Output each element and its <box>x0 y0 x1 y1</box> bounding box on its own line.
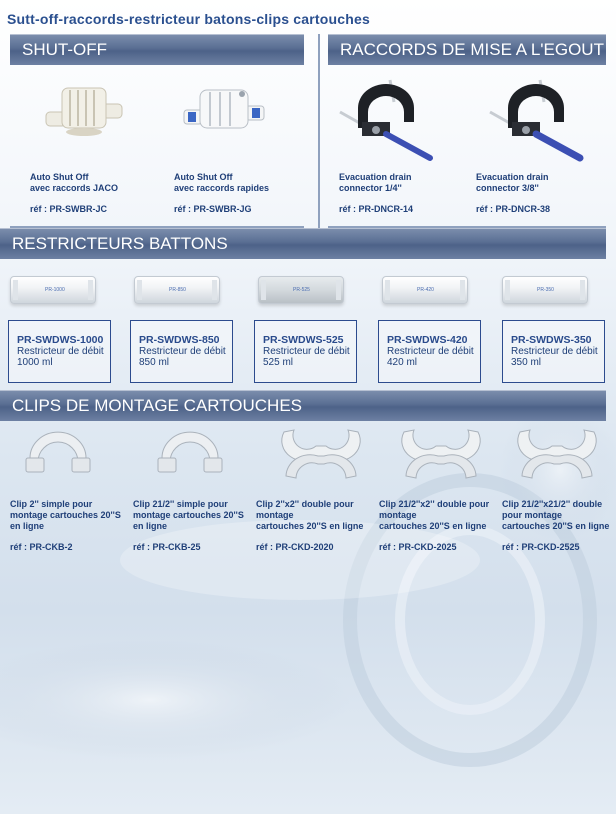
clip-line: cartouches 20''S en ligne <box>379 521 487 531</box>
clip-caption: Clip 2''x2'' double pour montage cartouc… <box>256 499 363 553</box>
drain-connector-image <box>339 79 433 161</box>
product-caption: Auto Shut Off avec raccords rapides réf … <box>174 172 269 215</box>
restrictor-flow: 525 ml <box>263 357 294 368</box>
clip-line: Clip 21/2'' simple pour <box>133 499 228 509</box>
clip-ref: réf : PR-CKB-25 <box>133 542 201 552</box>
restrictor-info-box: PR-SWDWS-420 Restricteur de débit 420 ml <box>378 320 481 383</box>
product-caption: Evacuation drain connector 3/8'' réf : P… <box>476 172 550 215</box>
restrictor-info-box: PR-SWDWS-525 Restricteur de débit 525 ml <box>254 320 357 383</box>
clip-double-image <box>281 429 361 479</box>
restrictor-flow: 420 ml <box>387 357 418 368</box>
clip-double-image <box>517 429 597 479</box>
restrictor-image: PR-525 <box>258 276 344 304</box>
drain-connector-image <box>489 79 584 162</box>
clip-caption: Clip 21/2''x2'' double pour montage cart… <box>379 499 489 553</box>
product-caption: Evacuation drain connector 1/4'' réf : P… <box>339 172 413 215</box>
restrictor-code: PR-SWDWS-525 <box>263 334 344 346</box>
product-name: Evacuation drain <box>339 172 412 182</box>
product-ref: réf : PR-SWBR-JC <box>30 204 108 214</box>
restrictor-flow: 350 ml <box>511 357 542 368</box>
restrictor-desc: Restricteur de débit <box>387 346 474 357</box>
clip-single-image <box>25 431 91 473</box>
restrictor-image: PR-350 <box>502 276 588 304</box>
clip-line: en ligne <box>133 521 168 531</box>
product-ref: réf : PR-DNCR-14 <box>339 204 414 214</box>
section-bar-clips: CLIPS DE MONTAGE CARTOUCHES <box>0 390 606 421</box>
clip-ref: réf : PR-CKD-2525 <box>502 542 580 552</box>
restrictor-label: PR-420 <box>417 287 434 293</box>
restrictor-info-box: PR-SWDWS-350 Restricteur de débit 350 ml <box>502 320 605 383</box>
clip-line: Clip 2''x2'' double pour <box>256 499 354 509</box>
restrictor-desc: Restricteur de débit <box>139 346 226 357</box>
clip-line: montage cartouches 20''S <box>133 510 244 520</box>
clip-line: montage cartouches 20''S <box>10 510 121 520</box>
restrictor-info-box: PR-SWDWS-1000 Restricteur de débit 1000 … <box>8 320 111 383</box>
restrictor-label: PR-1000 <box>45 287 65 293</box>
clip-line: montage <box>379 510 417 520</box>
clip-line: Clip 21/2''x2'' double pour <box>379 499 490 509</box>
product-desc: avec raccords rapides <box>174 183 270 193</box>
restrictor-flow: 1000 ml <box>17 357 53 368</box>
clip-double-image <box>401 429 481 479</box>
clip-line: en ligne <box>10 521 45 531</box>
product-name: Evacuation drain <box>476 172 549 182</box>
restrictor-code: PR-SWDWS-350 <box>511 334 592 346</box>
clip-caption: Clip 2'' simple pour montage cartouches … <box>10 499 121 553</box>
restrictor-desc: Restricteur de débit <box>263 346 350 357</box>
restrictor-code: PR-SWDWS-1000 <box>17 334 104 346</box>
restrictor-code: PR-SWDWS-850 <box>139 334 220 346</box>
clip-caption: Clip 21/2''x21/2'' double pour montage c… <box>502 499 609 553</box>
product-name: Auto Shut Off <box>174 172 233 182</box>
product-caption: Auto Shut Off avec raccords JACO réf : P… <box>30 172 118 215</box>
clip-ref: réf : PR-CKB-2 <box>10 542 73 552</box>
product-desc: avec raccords JACO <box>30 183 119 193</box>
section-bar-shutoff: SHUT-OFF <box>10 34 304 65</box>
product-ref: réf : PR-SWBR-JG <box>174 204 252 214</box>
restrictor-label: PR-525 <box>293 287 310 293</box>
product-ref: réf : PR-DNCR-38 <box>476 204 551 214</box>
section-bar-restricteurs: RESTRICTEURS BATTONS <box>0 228 606 259</box>
restrictor-code: PR-SWDWS-420 <box>387 334 468 346</box>
restrictor-label: PR-350 <box>537 287 554 293</box>
clip-caption: Clip 21/2'' simple pour montage cartouch… <box>133 499 244 553</box>
clip-line: Clip 21/2''x21/2'' double <box>502 499 603 509</box>
restrictor-desc: Restricteur de débit <box>17 346 104 357</box>
restrictor-desc: Restricteur de débit <box>511 346 598 357</box>
clip-ref: réf : PR-CKD-2025 <box>379 542 457 552</box>
section-title: SHUT-OFF <box>22 40 107 59</box>
divider <box>328 226 606 228</box>
restrictor-image: PR-850 <box>134 276 220 304</box>
divider <box>10 226 304 228</box>
restrictor-image: PR-420 <box>382 276 468 304</box>
section-title: RESTRICTEURS BATTONS <box>12 234 228 253</box>
clip-ref: réf : PR-CKD-2020 <box>256 542 334 552</box>
page-title: Sutt-off-raccords-restricteur batons-cli… <box>7 11 371 27</box>
restrictor-flow: 850 ml <box>139 357 170 368</box>
section-title: RACCORDS DE MISE A L'EGOUT <box>340 40 604 59</box>
section-title: CLIPS DE MONTAGE CARTOUCHES <box>12 396 302 415</box>
product-name: Auto Shut Off <box>30 172 89 182</box>
restrictor-info-box: PR-SWDWS-850 Restricteur de débit 850 ml <box>130 320 233 383</box>
restrictor-image: PR-1000 <box>10 276 96 304</box>
clip-line: Clip 2'' simple pour <box>10 499 93 509</box>
product-desc: connector 1/4'' <box>339 183 402 193</box>
shutoff-rapide-image <box>183 89 265 129</box>
clip-single-image <box>157 431 223 473</box>
shutoff-jaco-image <box>45 87 123 136</box>
restrictor-label: PR-850 <box>169 287 186 293</box>
clip-line: cartouches 20''S en ligne <box>502 521 610 531</box>
section-bar-raccords: RACCORDS DE MISE A L'EGOUT <box>328 34 606 65</box>
product-desc: connector 3/8'' <box>476 183 539 193</box>
divider <box>318 34 320 230</box>
clip-line: pour montage <box>502 510 562 520</box>
clip-line: cartouches 20''S en ligne <box>256 521 364 531</box>
clip-line: montage <box>256 510 294 520</box>
